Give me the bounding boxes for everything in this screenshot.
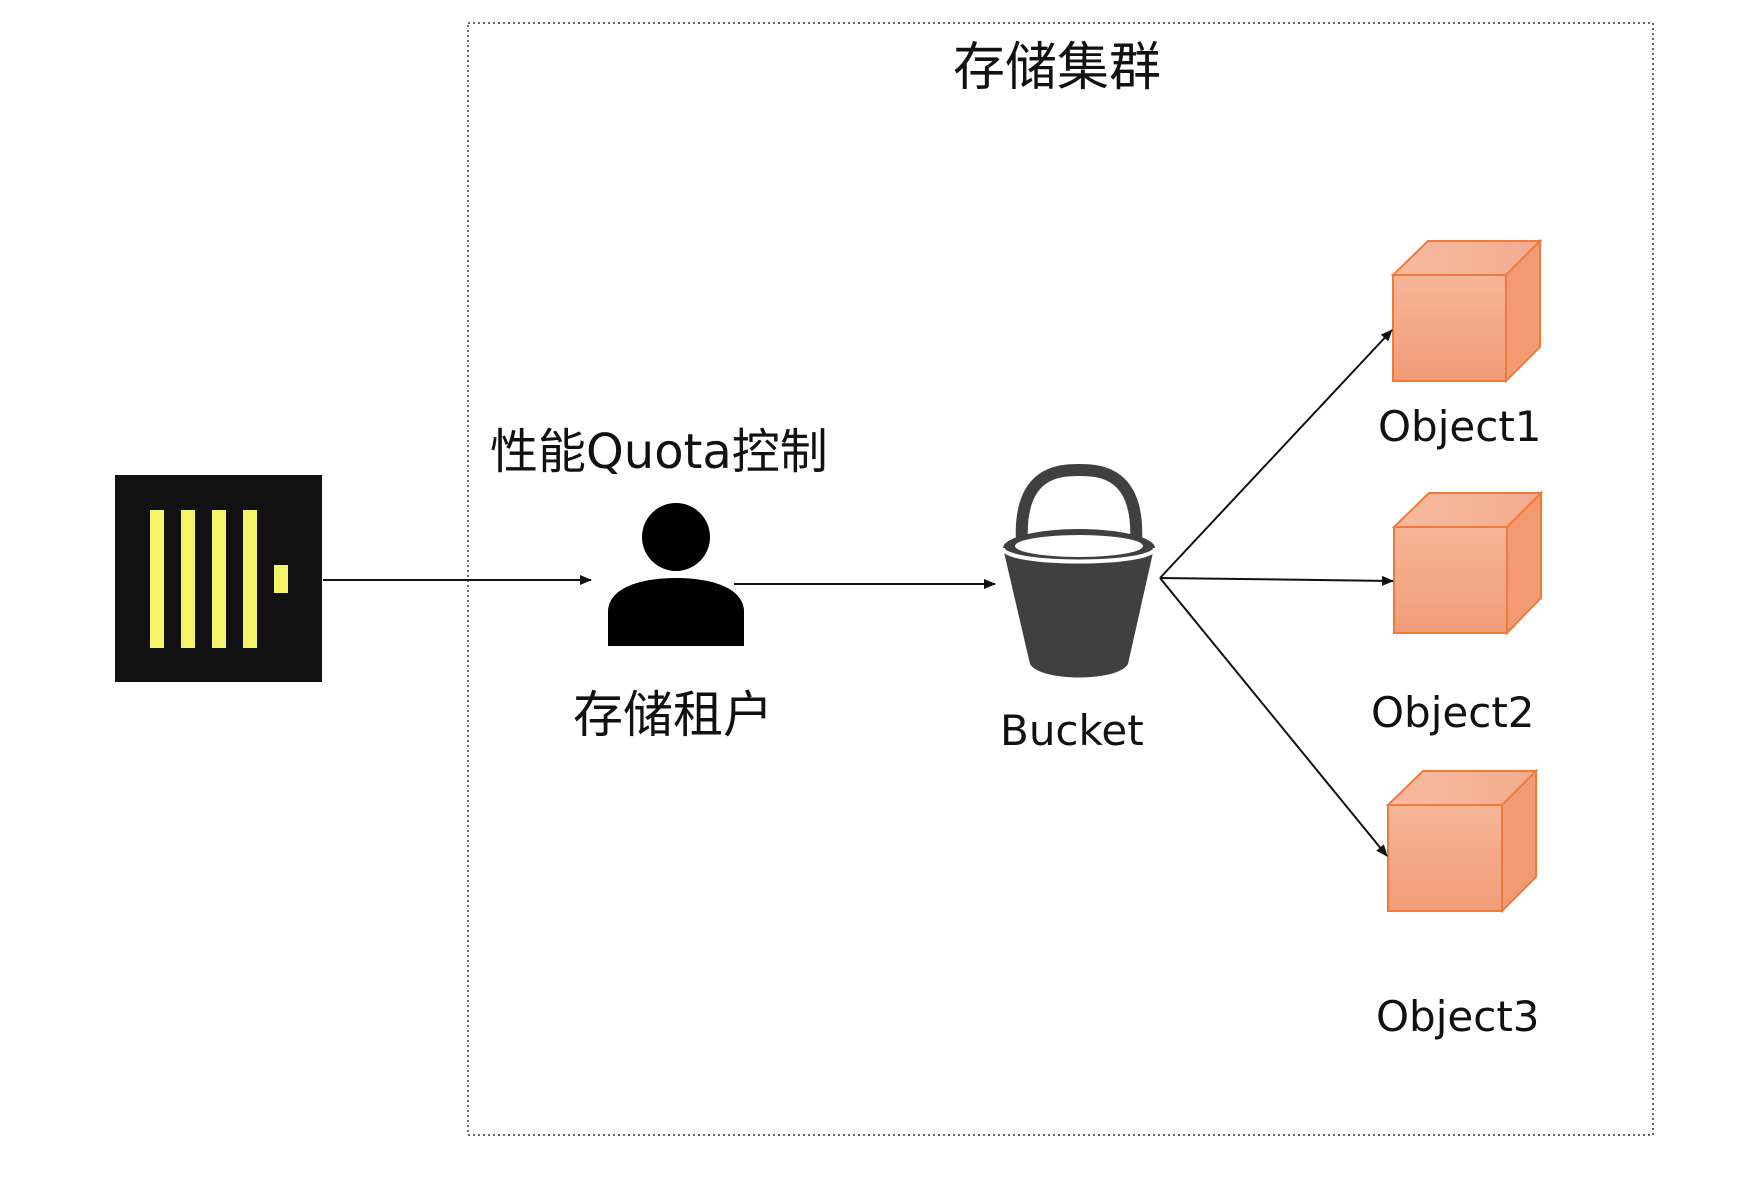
cube-object1-icon xyxy=(1390,238,1543,384)
arrow-bucket-to-object2 xyxy=(1159,575,1394,586)
bucket-label: Bucket xyxy=(1000,706,1144,755)
arrow-bucket-to-object3 xyxy=(1159,577,1388,857)
arrow-bucket-to-object1 xyxy=(1159,329,1393,579)
user-icon xyxy=(608,503,744,646)
cube-object2-icon xyxy=(1391,490,1544,636)
bucket-icon xyxy=(1001,463,1157,678)
object3-label: Object3 xyxy=(1376,992,1540,1041)
cluster-title: 存储集群 xyxy=(953,38,1162,98)
quota-control-label: 性能Quota控制 xyxy=(490,424,828,480)
app-logo-icon xyxy=(115,475,322,682)
cluster-boundary xyxy=(467,22,1654,1136)
object1-label: Object1 xyxy=(1378,402,1542,451)
object2-label: Object2 xyxy=(1371,688,1535,737)
cube-object3-icon xyxy=(1385,768,1539,914)
storage-tenant-label: 存储租户 xyxy=(573,686,773,744)
